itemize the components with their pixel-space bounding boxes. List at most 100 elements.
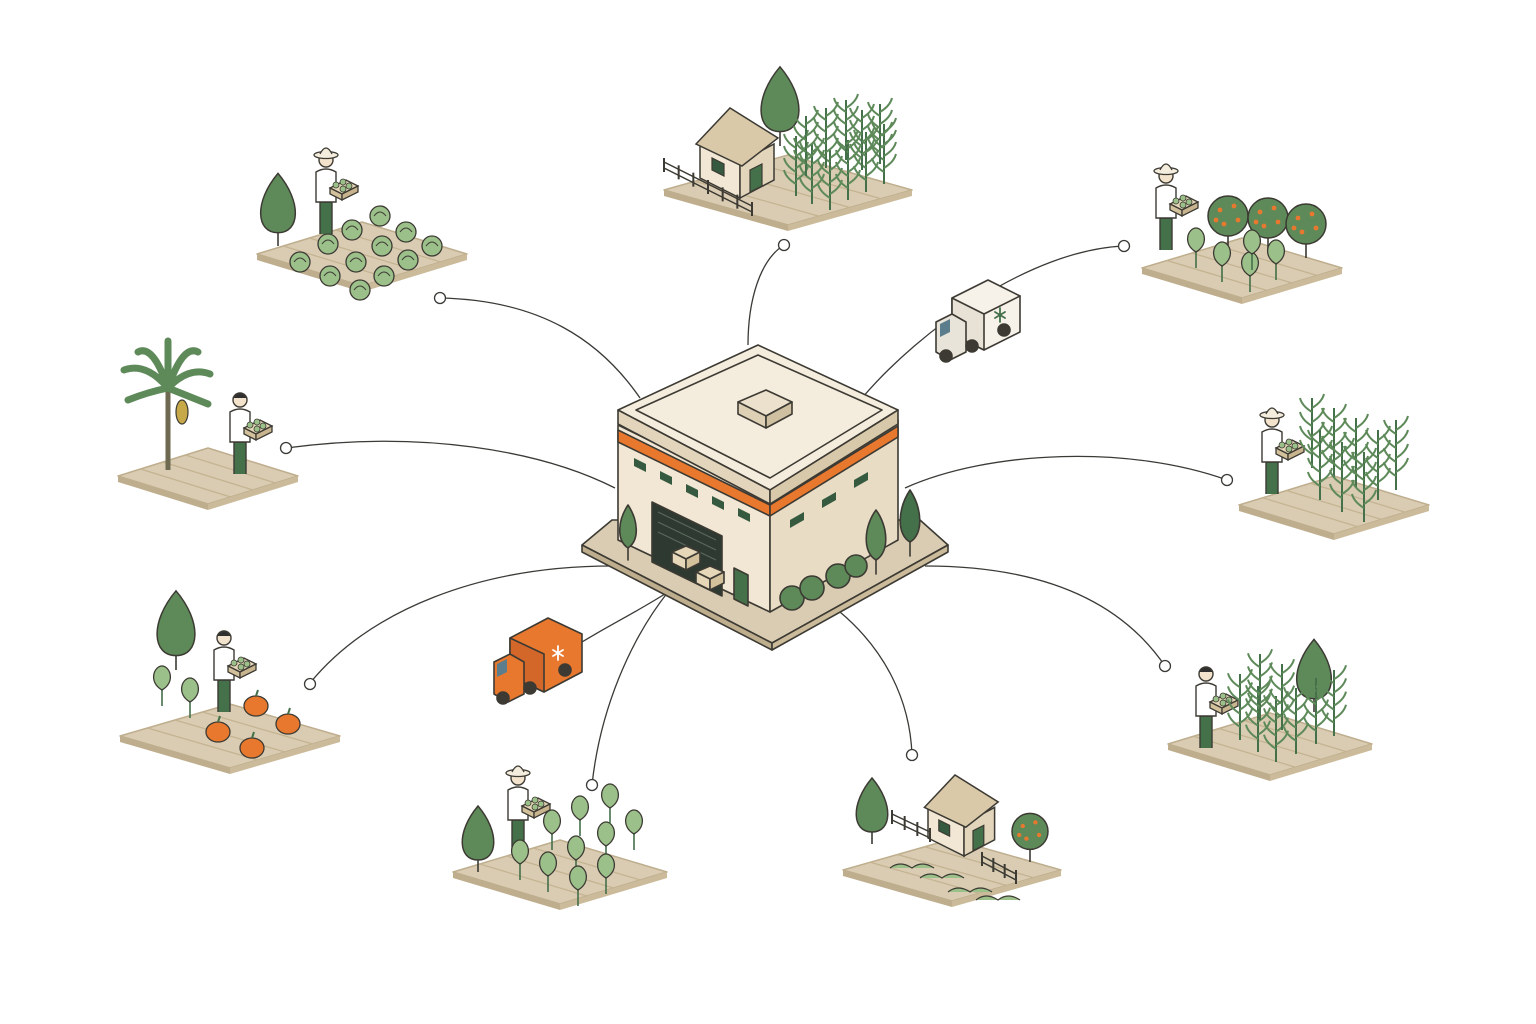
farmer-icon (229, 392, 274, 474)
endpoint-dot (433, 291, 447, 305)
corn-icon (835, 133, 861, 200)
farmer-icon (1153, 163, 1200, 250)
corn-icon (833, 93, 859, 160)
vegetable-row-icon (947, 887, 993, 893)
leafy-plant-icon (1267, 239, 1285, 280)
vegetable-row-icon (919, 873, 965, 879)
fence-icon (981, 852, 1017, 884)
corn-icon (849, 103, 875, 170)
produce-crate-icon (328, 178, 360, 202)
crop-row-icon (1269, 658, 1295, 730)
pumpkin-icon (239, 731, 265, 759)
corn-icon (867, 97, 893, 164)
leafy-plant-icon (569, 865, 587, 906)
pumpkin-farm-plot (119, 703, 341, 774)
endpoint-dot (1117, 239, 1131, 253)
produce-crate-icon (242, 418, 274, 442)
cabbage-icon (341, 219, 363, 241)
leafy-plant-icon (181, 677, 199, 718)
tree-icon (760, 65, 800, 146)
vegetable-row-icon (975, 895, 1021, 901)
connector-endpoints (279, 238, 1234, 792)
endpoint-dot (303, 677, 317, 691)
tree-icon (461, 804, 495, 872)
leafy-plant-icon (543, 809, 561, 850)
corn-icon (813, 101, 839, 168)
endpoint-dot (585, 778, 599, 792)
farmer-icon (1259, 407, 1306, 494)
warehouse-shrubs (779, 554, 868, 611)
corn-icon (871, 117, 897, 184)
leafy-plant-icon (1213, 241, 1231, 282)
leafy-plant-icon (601, 783, 619, 824)
cabbage-icon (345, 251, 367, 273)
cabbage-icon (349, 279, 371, 301)
leafy-plant-icon (625, 809, 643, 850)
produce-crate-icon (520, 796, 552, 820)
corn-icon (1329, 437, 1355, 512)
corn-icon (1299, 393, 1325, 468)
tree-icon (156, 589, 196, 670)
corn-icon (793, 109, 819, 176)
corn-icon (853, 125, 879, 192)
snowflake-icon (552, 645, 564, 661)
cabbage-icon (397, 249, 419, 271)
connector-orange-truck (581, 591, 669, 643)
farmer-icon (313, 147, 360, 234)
crop-row-icon (1303, 672, 1329, 744)
farmer-icon (1195, 666, 1240, 748)
cargo-crates (671, 545, 725, 591)
corn-icon (783, 129, 809, 196)
farm-details (120, 65, 1409, 906)
warehouse-windows (634, 458, 868, 528)
house-icon (923, 774, 1000, 858)
fruit-tree-icon (1285, 203, 1327, 258)
endpoint-dot (777, 238, 791, 252)
leafy-plant-icon (571, 795, 589, 836)
fruit-tree-icon (1011, 812, 1049, 862)
crop-row-icon (1321, 664, 1347, 736)
connector-leafy-farm (591, 591, 669, 786)
corn-icon (1351, 447, 1377, 522)
fence-icon (663, 158, 753, 216)
cabbage-icon (289, 251, 311, 273)
connector-cabbage-farm (439, 297, 641, 399)
cabbage-icon (421, 235, 443, 257)
leafy-plant-icon (1187, 227, 1205, 268)
cabbage-icon (369, 205, 391, 227)
leafy-crop-farm-plot (452, 839, 668, 910)
produce-crate-icon (226, 656, 258, 680)
endpoint-dot (1158, 659, 1172, 673)
corn-icon (1307, 425, 1333, 500)
connector-house-garden (839, 611, 913, 756)
cabbage-icon (317, 233, 339, 255)
leafy-plant-icon (511, 839, 529, 880)
corn-icon (799, 137, 825, 204)
endpoint-dot (279, 441, 293, 455)
vegetable-row-icon (889, 863, 935, 869)
endpoint-dot (1220, 473, 1234, 487)
pumpkin-icon (275, 707, 301, 735)
banana-tree-icon (120, 337, 214, 470)
cabbage-icon (395, 221, 417, 243)
corn-farm-plot (1238, 475, 1430, 540)
connector-banana-farm (285, 440, 616, 489)
orange-refrigerated-truck-icon (493, 617, 583, 705)
crop-row-icon (1247, 648, 1273, 720)
connector-corn-farm (904, 455, 1228, 489)
pumpkin-icon (243, 689, 269, 717)
refrigerated-warehouse-icon (581, 344, 949, 651)
farmhouse-icon (694, 107, 780, 200)
produce-crate-icon (1274, 438, 1306, 462)
farmer-icon (213, 630, 258, 712)
fence-icon (891, 810, 931, 842)
connector-tall-crop-farm (924, 565, 1166, 667)
cabbage-icon (371, 235, 393, 257)
banana-farm-plot (117, 447, 299, 510)
connector-farmhouse (747, 244, 785, 346)
pumpkin-icon (205, 715, 231, 743)
leafy-plant-icon (597, 821, 615, 862)
farmer-icon (505, 765, 552, 852)
warehouse-trees (618, 489, 921, 575)
